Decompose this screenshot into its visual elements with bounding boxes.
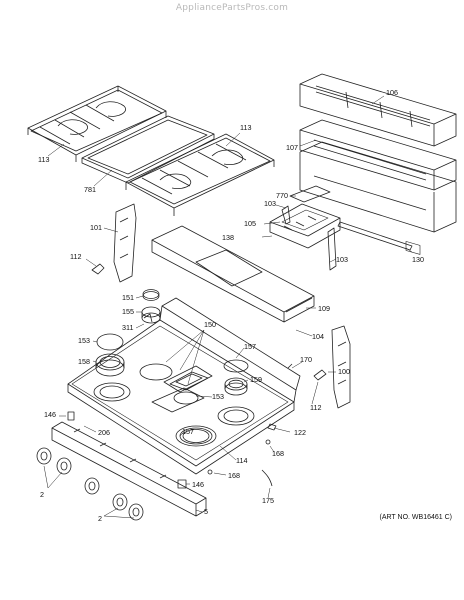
burner-cap-153-center <box>173 391 199 405</box>
callout-label: 2 <box>40 490 44 499</box>
callout-label: 113 <box>38 155 49 164</box>
callout-label: 770 <box>276 191 288 200</box>
callout-label: 158 <box>78 357 90 366</box>
callout-label: 155 <box>122 307 134 316</box>
callout-label: 107 <box>286 143 298 152</box>
lower-back-panel <box>299 141 457 233</box>
callout-label: 138 <box>222 233 234 242</box>
right-side-trim <box>331 325 351 409</box>
bracket-left <box>281 205 291 225</box>
callout-label: 170 <box>300 355 312 364</box>
trim-strip <box>337 221 413 251</box>
oval-burner-158 <box>169 371 209 391</box>
callout-label: 2 <box>98 514 102 523</box>
callout-label: 153 <box>78 336 90 345</box>
callout-label: 109 <box>318 304 330 313</box>
callout-label: 151 <box>122 293 134 302</box>
callout-label: 122 <box>294 428 306 437</box>
callout-label: 104 <box>312 332 324 341</box>
callout-label: 112 <box>310 403 321 412</box>
callout-label: 157 <box>244 342 256 351</box>
callout-label: 105 <box>244 219 256 228</box>
vent-panel <box>299 119 457 191</box>
cooktop-backsplash <box>151 225 315 323</box>
art-number: (ART NO. WB16461 C) <box>379 514 453 521</box>
callout-label: 206 <box>98 428 110 437</box>
callout-label: 101 <box>90 223 102 232</box>
backguard <box>299 73 457 255</box>
callout-label: 159 <box>250 375 262 384</box>
callout-label: 175 <box>262 496 274 505</box>
callout-label: 113 <box>240 123 251 132</box>
callout-label: 146 <box>44 410 56 419</box>
callout-label: 130 <box>412 255 424 264</box>
callout-label: 781 <box>84 185 96 194</box>
burner-head-157-left <box>95 353 125 377</box>
callout-label: 100 <box>338 367 350 376</box>
burner-head-159 <box>224 377 248 396</box>
callout-label: 168 <box>228 471 240 480</box>
callout-label: 112 <box>70 252 81 261</box>
watermark: AppliancePartsPros.com <box>175 3 289 13</box>
left-side-trim <box>113 203 137 283</box>
burner-cap-151 <box>142 289 160 301</box>
callout-label: 103 <box>336 255 348 264</box>
callout-label: 311 <box>122 323 133 332</box>
callout-label: 5 <box>204 507 208 516</box>
left-grate <box>27 85 167 162</box>
callout-label: 150 <box>204 320 216 329</box>
callout-label: 153 <box>212 392 224 401</box>
cooktop <box>67 297 301 475</box>
burner-cap-150 <box>223 359 249 373</box>
callout-label: 114 <box>236 456 247 465</box>
burner-head-155 <box>141 306 161 324</box>
callout-label: 146 <box>192 480 204 489</box>
callout-label: 168 <box>272 449 284 458</box>
leader-lines <box>43 95 413 519</box>
right-grate <box>125 133 275 216</box>
bracket-right <box>327 227 337 271</box>
callout-label: 103 <box>264 199 276 208</box>
callout-label: 157 <box>182 427 194 436</box>
control-panel <box>269 185 341 249</box>
knobs <box>36 447 144 521</box>
burner-cap-153-left <box>96 333 124 351</box>
callout-label: 106 <box>386 88 398 97</box>
